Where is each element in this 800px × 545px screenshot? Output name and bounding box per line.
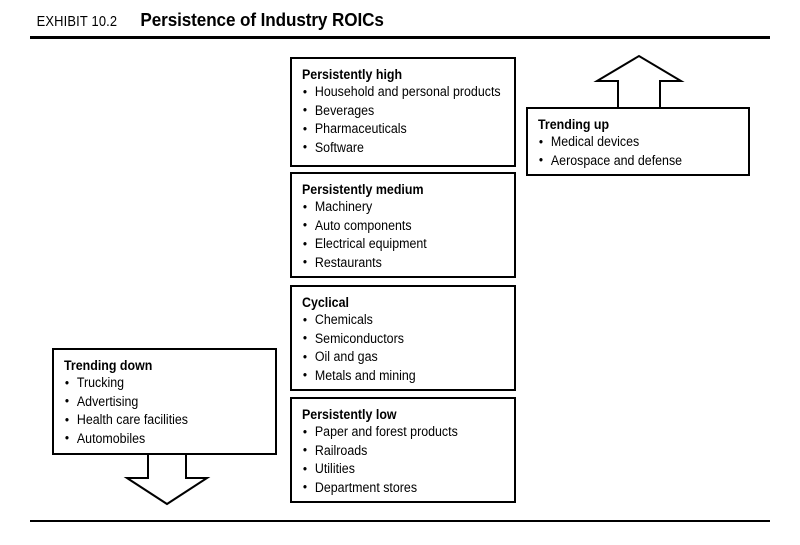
list-item: Paper and forest products (302, 423, 488, 442)
trending-up-list: Medical devices Aerospace and defense (538, 133, 738, 170)
list-item: Machinery (302, 198, 488, 217)
list-item: Trucking (64, 374, 249, 393)
persistently-medium-box: Persistently medium Machinery Auto compo… (290, 172, 516, 278)
footer-divider-rule (30, 520, 770, 522)
persistently-low-box: Persistently low Paper and forest produc… (290, 397, 516, 503)
list-item: Electrical equipment (302, 235, 488, 254)
list-item: Household and personal products (302, 83, 501, 102)
list-item: Auto components (302, 216, 488, 236)
cyclical-title: Cyclical (302, 295, 349, 310)
header-divider-rule (30, 36, 770, 39)
list-item: Chemicals (302, 311, 488, 330)
list-item: Utilities (302, 460, 488, 479)
list-item: Medical devices (538, 133, 722, 152)
trending-up-title: Trending up (538, 117, 610, 132)
exhibit-number-label: EXHIBIT 10.2 (36, 13, 118, 30)
trending-down-box: Trending down Trucking Advertising Healt… (52, 348, 277, 455)
list-item: Advertising (64, 392, 249, 412)
trending-down-title: Trending down (64, 358, 153, 373)
list-item: Health care facilities (64, 411, 249, 430)
trending-down-list: Trucking Advertising Health care facilit… (64, 374, 265, 448)
persistently-high-list: Household and personal products Beverage… (302, 83, 504, 157)
cyclical-list: Chemicals Semiconductors Oil and gas Met… (302, 311, 504, 385)
persistently-medium-list: Machinery Auto components Electrical equ… (302, 198, 504, 272)
cyclical-box: Cyclical Chemicals Semiconductors Oil an… (290, 285, 516, 391)
page-title: Persistence of Industry ROICs (140, 10, 384, 30)
down-arrow-icon (123, 450, 211, 506)
list-item: Restaurants (302, 253, 488, 273)
list-item: Beverages (302, 101, 488, 121)
list-item: Department stores (302, 478, 488, 498)
exhibit-header: EXHIBIT 10.2 Persistence of Industry ROI… (30, 10, 390, 31)
list-item: Pharmaceuticals (302, 120, 488, 139)
list-item: Metals and mining (302, 366, 488, 386)
persistently-medium-title: Persistently medium (302, 182, 424, 197)
list-item: Oil and gas (302, 348, 488, 367)
persistently-high-box: Persistently high Household and personal… (290, 57, 516, 167)
trending-up-box: Trending up Medical devices Aerospace an… (526, 107, 750, 176)
persistently-high-title: Persistently high (302, 67, 403, 82)
list-item: Semiconductors (302, 329, 488, 349)
persistently-low-list: Paper and forest products Railroads Util… (302, 423, 504, 497)
list-item: Aerospace and defense (538, 151, 722, 171)
list-item: Railroads (302, 441, 488, 461)
list-item: Software (302, 138, 488, 158)
up-arrow-icon (593, 54, 685, 112)
list-item: Automobiles (64, 429, 249, 449)
persistently-low-title: Persistently low (302, 407, 397, 422)
